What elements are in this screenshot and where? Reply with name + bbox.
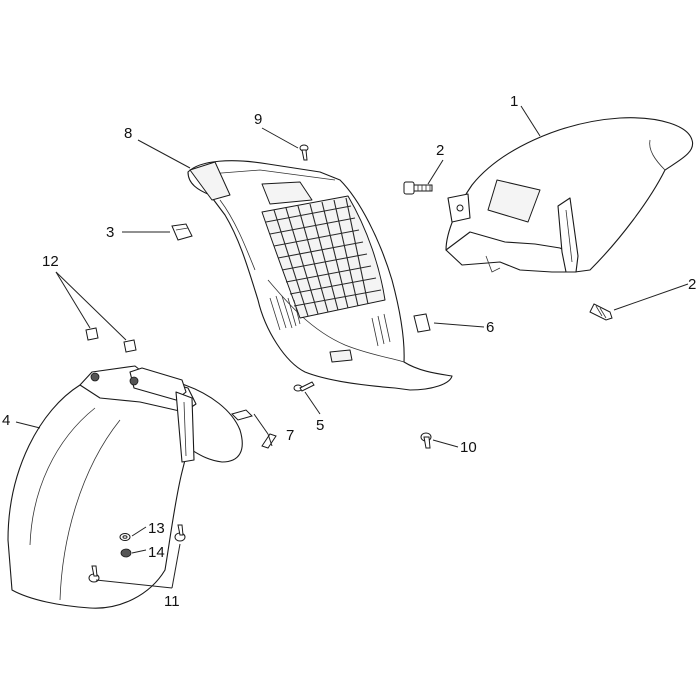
leader-lines	[15, 105, 689, 589]
nut-14	[120, 548, 132, 558]
callout-8: 8	[124, 125, 132, 142]
callout-11: 11	[164, 593, 180, 610]
callout-12: 12	[42, 253, 59, 270]
callout-13: 13	[148, 520, 165, 537]
bolt-2-upper	[403, 181, 433, 195]
callout-3: 3	[106, 224, 114, 241]
callout-5: 5	[316, 417, 324, 434]
screw-5	[293, 381, 315, 392]
inner-shield	[187, 160, 453, 391]
callout-labels: 1 2 2 3 4 5 6 7 8 9 10 11 12 13 14	[2, 93, 696, 610]
callout-4: 4	[2, 412, 10, 429]
callout-9: 9	[254, 111, 262, 128]
clip-3	[171, 223, 193, 241]
callout-14: 14	[148, 544, 165, 561]
clip-6	[413, 313, 431, 333]
rear-mudguard	[445, 117, 694, 273]
side-vents	[269, 295, 391, 347]
grille-mesh	[265, 197, 382, 317]
callout-6: 6	[486, 319, 494, 336]
screw-10	[420, 432, 432, 449]
callout-2-upper: 2	[436, 142, 444, 159]
callout-10: 10	[460, 439, 477, 456]
callout-1: 1	[510, 93, 518, 110]
front-mudguard	[7, 365, 243, 609]
callout-7: 7	[286, 427, 294, 444]
screw-2-lower	[589, 303, 613, 321]
clips-12	[85, 327, 137, 353]
pins-7	[231, 409, 277, 449]
screw-9	[299, 144, 309, 161]
callout-2-lower: 2	[688, 276, 696, 293]
washer-13	[119, 533, 131, 541]
